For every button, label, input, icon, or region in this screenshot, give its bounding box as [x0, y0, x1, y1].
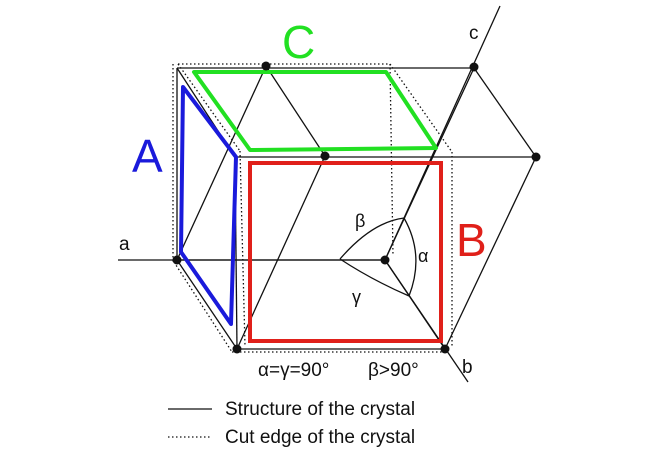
lattice-point — [440, 344, 450, 354]
edge-bottom-left — [176, 259, 238, 350]
condition-alpha-gamma: α=γ=90° — [258, 360, 329, 381]
angle-alpha-label: α — [418, 246, 428, 266]
face-b-label: B — [456, 214, 487, 266]
inner-line-1 — [265, 65, 326, 157]
face-b-outline — [248, 161, 443, 343]
edge-top-right — [473, 67, 537, 158]
edge-vertical-front-right — [444, 156, 537, 350]
cut-edge-mid — [239, 150, 246, 347]
lattice-point — [261, 61, 271, 71]
legend-solid-label: Structure of the crystal — [225, 399, 415, 420]
lattice-points — [172, 61, 541, 354]
legend: Structure of the crystal Cut edge of the… — [168, 399, 415, 448]
lattice-point — [232, 344, 242, 354]
cut-edge-inner-vertical — [389, 63, 394, 257]
crystal-cut-edges — [172, 63, 453, 353]
lattice-point — [469, 62, 479, 72]
condition-beta: β>90° — [368, 360, 419, 381]
lattice-point — [320, 151, 330, 161]
inner-line-2 — [176, 65, 267, 261]
axis-c-label: c — [469, 23, 479, 44]
face-a-label: A — [132, 130, 163, 182]
cut-edge-diag-upper — [177, 63, 241, 152]
lattice-point — [531, 152, 541, 162]
edge-bottom-right — [384, 259, 446, 350]
axis-a-label: a — [119, 234, 130, 255]
face-c-outline — [192, 70, 438, 152]
legend-dotted-label: Cut edge of the crystal — [225, 427, 415, 448]
angle-beta-label: β — [355, 211, 365, 231]
axis-b-label: b — [462, 357, 473, 378]
arc-gamma — [339, 258, 410, 297]
arc-alpha — [403, 217, 417, 297]
cut-edge-right-top — [389, 63, 453, 153]
face-c-label: C — [282, 16, 315, 68]
arc-beta — [339, 217, 405, 260]
cut-edge-lower-left — [173, 261, 233, 353]
angle-arcs — [339, 217, 417, 297]
lattice-point — [380, 255, 390, 265]
face-a-outline — [179, 85, 238, 326]
angle-gamma-label: γ — [352, 287, 361, 307]
lattice-point — [172, 255, 182, 265]
